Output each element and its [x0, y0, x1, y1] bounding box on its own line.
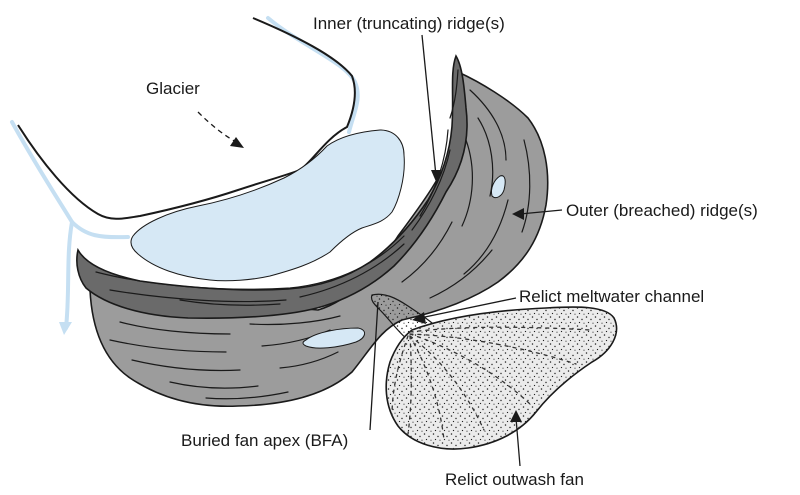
flow-arrow-head	[59, 322, 72, 335]
glacier-label: Glacier	[146, 80, 200, 97]
inner-ridge-label: Inner (truncating) ridge(s)	[313, 15, 505, 32]
meltwater-stream-left	[12, 122, 128, 237]
meltwater-channel-label: Relict meltwater channel	[519, 288, 704, 305]
outwash-fan-label: Relict outwash fan	[445, 471, 584, 488]
meltwater-stream-upper	[268, 18, 358, 132]
glacier-flow-arrowhead	[230, 137, 244, 148]
proglacial-lake	[131, 130, 404, 281]
buried-fan-apex-label: Buried fan apex (BFA)	[181, 432, 348, 449]
outwash-fan-stipple	[386, 307, 616, 449]
outer-ridge-label: Outer (breached) ridge(s)	[566, 202, 758, 219]
glacier-flow-arrow-line	[198, 112, 236, 142]
meltwater-stream-outflow	[66, 222, 72, 328]
inner-ridge-leader	[422, 35, 436, 176]
